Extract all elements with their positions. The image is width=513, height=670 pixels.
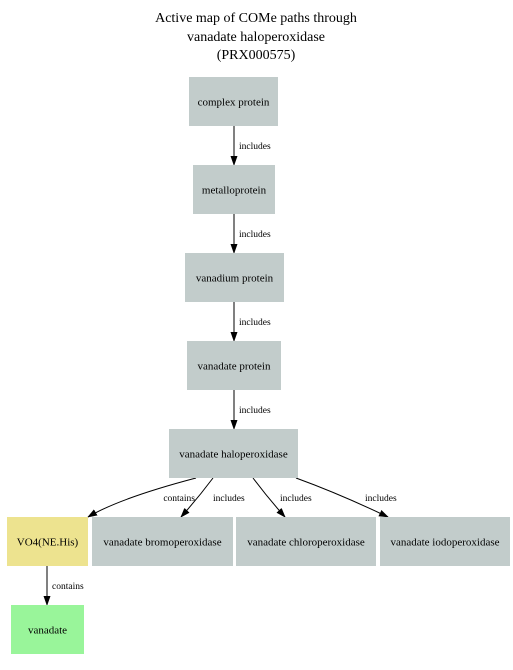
edge-arrow [180, 477, 214, 518]
node-label: vanadium protein [196, 273, 274, 285]
node-box[interactable] [7, 517, 88, 566]
node-label: VO4(NE.His) [17, 537, 79, 549]
node-box[interactable] [185, 253, 284, 302]
node-vanadate[interactable]: vanadate [11, 605, 84, 654]
title-line-1: Active map of COMe paths through [155, 11, 357, 26]
edge-vanadium-protein-to-vanadate-protein: includes [230, 302, 271, 342]
edge-arrow [295, 477, 389, 518]
edge-arrow [87, 477, 197, 518]
nodes-layer: complex protein metalloprotein vanadium pr… [7, 77, 510, 654]
edge-label: contains [163, 494, 195, 504]
title-line-2: vanadate haloperoxidase [187, 30, 325, 45]
node-vo4-ne-his[interactable]: VO4(NE.His) [7, 517, 88, 566]
edge-complex-protein-to-metalloprotein: includes [230, 126, 271, 166]
edge-vanadate-haloperoxidase-to-vanadate-iodoperoxidase: includes [295, 477, 397, 518]
node-vanadate-haloperoxidase[interactable]: vanadate haloperoxidase [169, 429, 298, 478]
node-vanadate-bromoperoxidase[interactable]: vanadate bromoperoxidase [92, 517, 233, 566]
node-box[interactable] [187, 341, 281, 390]
edge-label: includes [239, 230, 271, 240]
node-box[interactable] [380, 517, 510, 566]
diagram-title: Active map of COMe paths through vanadat… [155, 11, 357, 63]
node-label: vanadate haloperoxidase [179, 449, 288, 461]
edge-vo4-ne-his-to-vanadate: contains [43, 566, 84, 606]
edge-label: includes [239, 142, 271, 152]
title-line-3: (PRX000575) [217, 48, 296, 63]
node-box[interactable] [189, 77, 278, 126]
node-vanadium-protein[interactable]: vanadium protein [185, 253, 284, 302]
node-vanadate-iodoperoxidase[interactable]: vanadate iodoperoxidase [380, 517, 510, 566]
node-box[interactable] [236, 517, 376, 566]
edge-metalloprotein-to-vanadium-protein: includes [230, 214, 271, 254]
edge-label: contains [52, 582, 84, 592]
node-label: complex protein [198, 97, 270, 109]
edge-arrow [252, 477, 286, 518]
node-label: vanadate protein [198, 361, 271, 373]
node-label: vanadate bromoperoxidase [103, 537, 221, 549]
edge-label: includes [239, 406, 271, 416]
edge-label: includes [239, 318, 271, 328]
edge-vanadate-haloperoxidase-to-vanadate-bromoperoxidase: includes [180, 477, 245, 518]
node-label: vanadate [28, 625, 67, 637]
node-vanadate-chloroperoxidase[interactable]: vanadate chloroperoxidase [236, 517, 376, 566]
node-box[interactable] [169, 429, 298, 478]
node-box[interactable] [193, 165, 275, 214]
edge-label: includes [365, 494, 397, 504]
node-box[interactable] [11, 605, 84, 654]
edge-vanadate-haloperoxidase-to-vo4-ne-his: contains [87, 477, 197, 518]
node-box[interactable] [92, 517, 233, 566]
node-complex-protein[interactable]: complex protein [189, 77, 278, 126]
node-metalloprotein[interactable]: metalloprotein [193, 165, 275, 214]
node-vanadate-protein[interactable]: vanadate protein [187, 341, 281, 390]
node-label: metalloprotein [202, 185, 267, 197]
edge-vanadate-haloperoxidase-to-vanadate-chloroperoxidase: includes [252, 477, 312, 518]
node-label: vanadate iodoperoxidase [390, 537, 499, 549]
edge-vanadate-protein-to-vanadate-haloperoxidase: includes [230, 390, 271, 430]
node-label: vanadate chloroperoxidase [247, 537, 365, 549]
edges-layer: includes includes includes includes contains… [43, 126, 397, 606]
edge-label: includes [213, 494, 245, 504]
edge-label: includes [280, 494, 312, 504]
